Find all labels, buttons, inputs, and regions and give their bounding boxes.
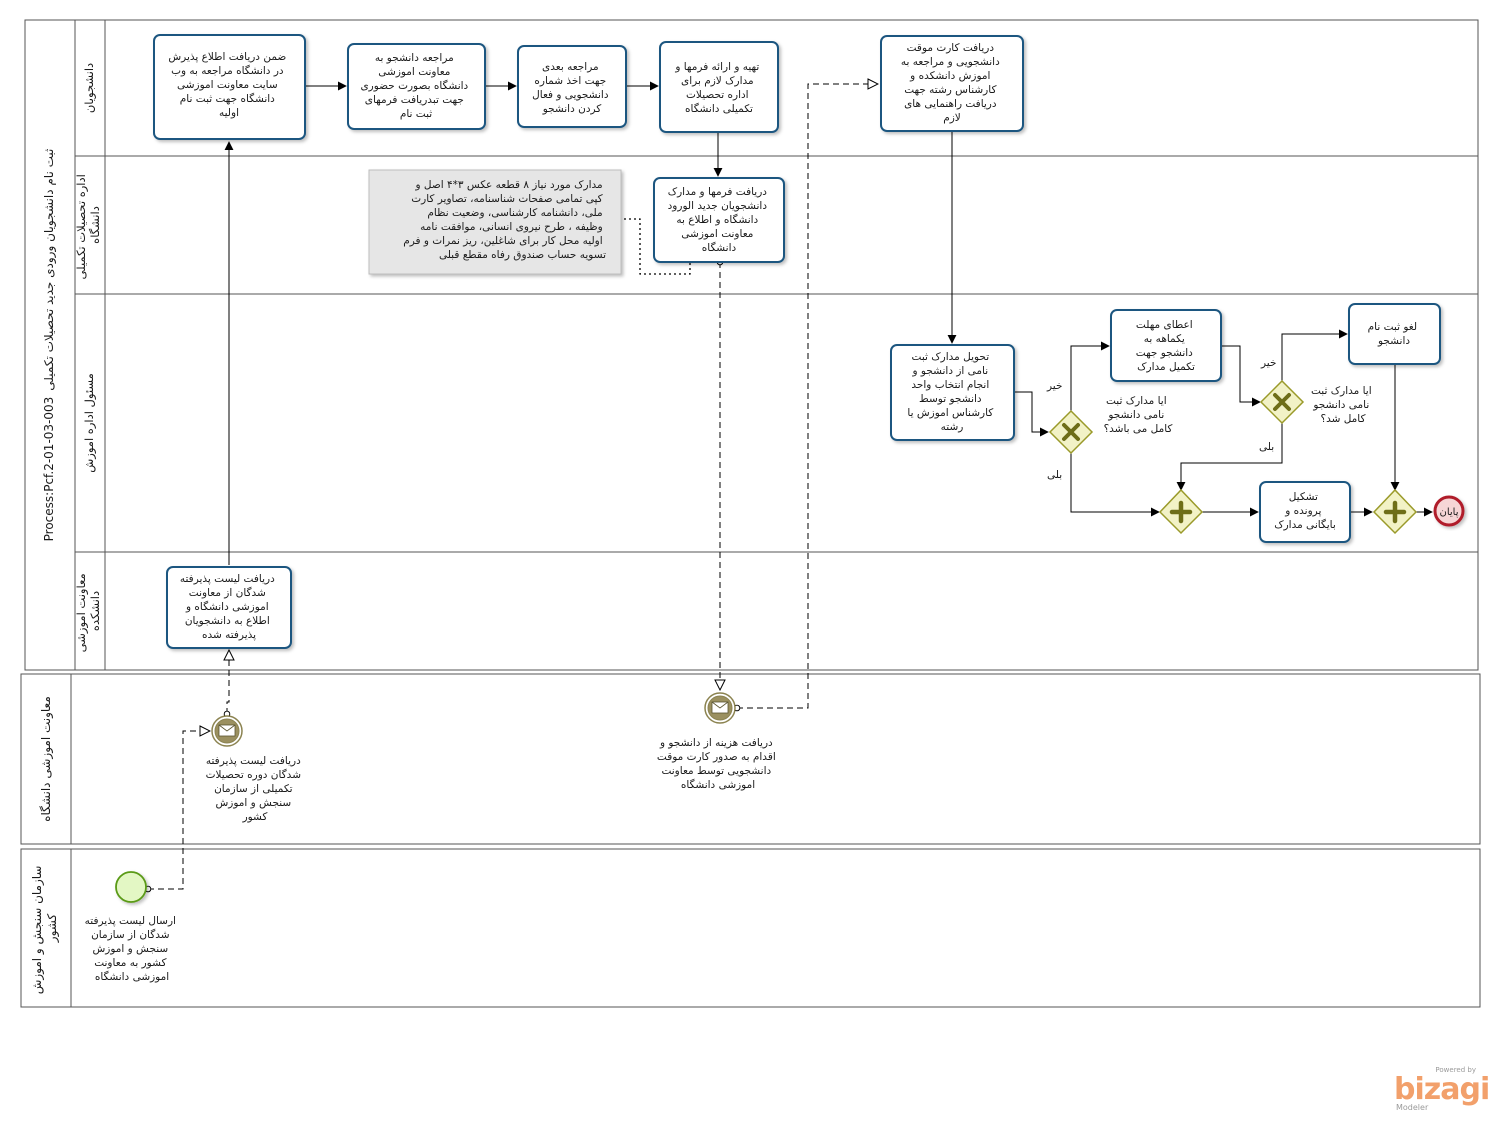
association-annotation	[624, 218, 691, 275]
parallel-join-gateway[interactable]	[1158, 488, 1204, 535]
task-in-person-visit[interactable]: مراجعه دانشجو به معاونت اموزشی دانشگاه ب…	[347, 43, 486, 130]
svg-text:دریافت کارت موقت دانشجوی: دریافت کارت موقت دانشجویی و مراجعه به ام…	[901, 42, 1003, 124]
msgflow-start-msg1	[148, 731, 210, 889]
lane-grad-office-title: اداره تحصیلات تکمیلی دانشگاه	[74, 171, 102, 280]
main-pool-title: Process:Pcf.2-01-03-003ثبت نام دانشجویان…	[42, 149, 57, 542]
gateway-documents-complete[interactable]	[1048, 409, 1094, 455]
task-cancel-registration[interactable]: لغو ثبت نام دانشجو	[1348, 303, 1441, 365]
pool-assessment-org	[20, 848, 1481, 1008]
task-receive-accepted-list[interactable]: دریافت لیست پذیرفته شدگان از معاونت اموز…	[166, 566, 292, 649]
lane-education-officer-title: مسئول اداره اموزش	[82, 373, 97, 472]
task-receive-temp-card[interactable]: دریافت کارت موقت دانشجویی و مراجعه به ام…	[880, 35, 1024, 132]
task-get-student-number[interactable]: مراجعه بعدی جهت اخذ شماره دانشجویی و فعا…	[517, 45, 627, 128]
gateway2-yes-label: بلی	[1259, 441, 1274, 453]
lane-faculty-deputy-title: معاونت اموزشی دانشکده	[74, 570, 102, 653]
svg-text:تحویل مدارک ثبت نامی از: تحویل مدارک ثبت نامی از دانشجو و انجام ا…	[907, 351, 996, 433]
end-event[interactable]	[1433, 495, 1465, 527]
msgflow-msg1-t11	[227, 650, 229, 714]
gateway1-no-label: خیر	[1046, 380, 1062, 392]
task-grant-extension[interactable]: اعطای مهلت یکماهه به دانشجو جهت تکمیل مد…	[1110, 309, 1222, 382]
svg-text:ضمن دریافت اطلاع پذیرش د: ضمن دریافت اطلاع پذیرش در دانشگاه مراجعه…	[168, 51, 289, 119]
parallel-final-gateway[interactable]	[1372, 488, 1418, 535]
flow-g2-t9-no	[1281, 329, 1348, 381]
msgflow-msg2-t5	[737, 84, 878, 708]
flow-t8-g2	[1221, 345, 1261, 407]
task-receive-forms[interactable]: دریافت فرمها و مدارک دانشجویان جدید الور…	[653, 177, 785, 263]
pool-university-deputy-title: معاونت اموزشی دانشگاه	[39, 696, 54, 822]
message-event2-label: دریافت هزینه از دانشجو و اقدام به صدور ک…	[657, 737, 779, 791]
message-flows	[148, 84, 878, 889]
task-submit-documents[interactable]: تهیه و ارائه فرمها و مدارک لازم برای ادا…	[659, 41, 779, 133]
gateway-documents-completed[interactable]	[1259, 379, 1305, 425]
svg-text:مدارک مورد نیاز ۸ قطعه عکس ۳*۴: مدارک مورد نیاز ۸ قطعه عکس ۳*۴ اصل و کپی…	[403, 179, 606, 261]
start-event-label: ارسال لیست پذیرفته شدگان از سازمان سنجش …	[85, 915, 180, 983]
pool-assessment-org-title: سازمان سنجش و اموزش کشور	[30, 862, 60, 995]
sequence-flows	[224, 81, 1433, 565]
brand-name: bizagi	[1394, 1072, 1490, 1107]
bizagi-logo: Powered by bizagi Modeler	[1392, 1066, 1490, 1114]
svg-text:دریافت فرمها و مدارک دان: دریافت فرمها و مدارک دانشجویان جدید الور…	[668, 186, 771, 254]
task-create-file[interactable]: تشکیل پرونده و بایگانی مدارک	[1259, 481, 1351, 543]
svg-text:تشکیل پرونده و با: تشکیل پرونده و بایگانی مدارک	[1274, 491, 1336, 531]
brand-sub: Modeler	[1396, 1103, 1429, 1112]
flow-g1-join-yes	[1070, 453, 1160, 517]
svg-text:لغو ثبت نام دانشجو: لغو ثبت نام دانشجو	[1368, 321, 1421, 347]
message-event-payment[interactable]	[704, 692, 736, 724]
flow-g2-join-yes	[1176, 423, 1283, 491]
envelope-icon	[711, 701, 729, 714]
svg-text:تهیه و ارائه فرمها و مدا: تهیه و ارائه فرمها و مدارک لازم برای ادا…	[674, 61, 762, 115]
flow-t7-g1	[1014, 391, 1049, 437]
svg-text:مراجعه دانشجو به معاونت: مراجعه دانشجو به معاونت اموزشی دانشگاه ب…	[360, 52, 471, 120]
flow-g1-t8-no	[1070, 341, 1110, 411]
message-event-receive-list[interactable]	[211, 715, 243, 747]
end-event-label: پایان	[1439, 507, 1458, 518]
powered-by-text: Powered by	[1435, 1066, 1476, 1074]
gateway2-no-label: خیر	[1260, 357, 1276, 369]
message-event1-label: دریافت لیست پذیرفته شدگان دوره تحصیلات ت…	[206, 755, 305, 823]
lane-students-title: دانشجویان	[82, 63, 97, 113]
start-event[interactable]	[115, 871, 147, 903]
gateway1-yes-label: بلی	[1047, 469, 1062, 481]
envelope-icon	[218, 724, 236, 737]
documents-annotation: مدارک مورد نیاز ۸ قطعه عکس ۳*۴ اصل و کپی…	[368, 169, 622, 275]
svg-text:مراجعه بعدی جهت اخذ شمار: مراجعه بعدی جهت اخذ شماره دانشجویی و فعا…	[532, 61, 612, 115]
gateway2-question: ایا مدارک ثبت نامی دانشجو کامل شد؟	[1311, 385, 1375, 425]
task-deliver-documents[interactable]: تحویل مدارک ثبت نامی از دانشجو و انجام ا…	[890, 344, 1015, 441]
svg-text:دریافت لیست پذیرفته شدگا: دریافت لیست پذیرفته شدگان از معاونت اموز…	[180, 573, 278, 641]
task-register-web[interactable]: ضمن دریافت اطلاع پذیرش در دانشگاه مراجعه…	[153, 34, 306, 140]
gateway1-question: ایا مدارک ثبت نامی دانشجو کامل می باشد؟	[1104, 395, 1173, 435]
svg-text:اعطای مهلت یکماهه به: اعطای مهلت یکماهه به دانشجو جهت تکمیل مد…	[1136, 319, 1196, 373]
